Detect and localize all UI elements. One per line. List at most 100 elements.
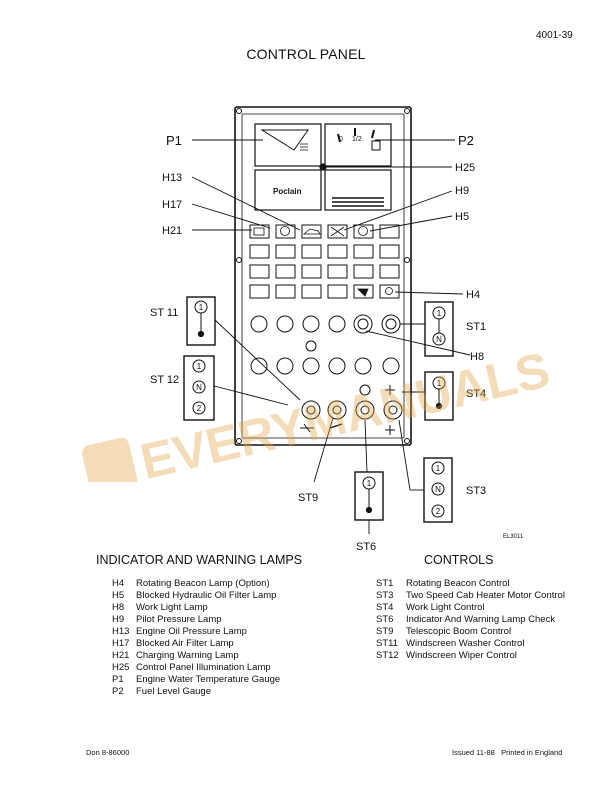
st11-switch-box [186,296,216,346]
callout-h21: H21 [162,225,182,237]
legend-code: ST1 [376,578,394,589]
st3-pos-2: 2 [436,507,441,516]
callout-st11: ST 11 [150,307,178,319]
legend-code: ST9 [376,626,394,637]
legend-code: ST11 [376,638,399,649]
legend-desc: Rotating Beacon Lamp (Option) [136,578,270,589]
legend-desc: Two Speed Cab Heater Motor Control [406,590,565,601]
footer-doc-number: Don 8-86000 [86,748,130,757]
illumination-lamp-icon [319,163,327,171]
panel-logo: Poclain [273,187,302,196]
legend-row: H21 Charging Warning Lamp [112,650,280,662]
st12-pos-n: N [196,383,202,392]
callout-h4: H4 [466,289,480,301]
st4-switch-box [424,371,454,421]
legend-row: ST3 Two Speed Cab Heater Motor Control [376,590,565,602]
blank-window [324,169,392,211]
fuel-gauge-p2 [324,123,392,167]
callout-st1: ST1 [466,321,486,333]
legend-code: ST4 [376,602,394,613]
st3-pos-n: N [435,485,441,494]
switch-row-2 [250,340,400,375]
footer-issue-info: Issued 11-88 Printed in England [452,748,562,757]
legend-row: H17 Blocked Air Filter Lamp [112,638,280,650]
hydraulic-filter-icon [358,226,368,236]
battery-icon [253,227,265,236]
figure-code: EL3011 [503,534,524,540]
legend-code: P2 [112,686,124,697]
legend-row: H25 Control Panel Illumination Lamp [112,662,280,674]
page-title: CONTROL PANEL [246,46,366,62]
legend-code: ST6 [376,614,394,625]
legend-code: ST3 [376,590,394,601]
legend-desc: Fuel Level Gauge [136,686,211,697]
legend-code: H9 [112,614,125,625]
switch-row-3 [300,384,403,435]
controls-heading: CONTROLS [424,553,494,567]
panel-screws [236,108,410,444]
st12-pos-1: 1 [197,362,202,371]
callout-st12: ST 12 [150,374,179,386]
legend-desc: Rotating Beacon Control [406,578,510,589]
work-light-icon [357,288,369,297]
footer-issued: Issued 11-88 [452,748,495,757]
legend-desc: Indicator And Warning Lamp Check [406,614,556,625]
legend-row: ST6 Indicator And Warning Lamp Check [376,614,565,626]
temperature-gauge-p1 [254,123,322,167]
st12-pos-2: 2 [197,404,202,413]
st4-pos-1: 1 [437,379,442,388]
callout-st6: ST6 [356,541,376,553]
watermark: EVERYMANUALS.COM [82,312,550,482]
leader-lines [191,139,471,534]
st6-pos-1: 1 [367,479,372,488]
callout-h5: H5 [455,211,469,223]
legend-code: H21 [112,650,130,661]
callout-p1: P1 [166,133,182,148]
fuel-gauge-half-mark: 1/2 [352,136,362,143]
legend-desc: Charging Warning Lamp [136,650,239,661]
panel-outline [234,106,412,446]
pilot-pressure-icon [330,226,345,237]
callout-h8: H8 [470,351,484,363]
legend-row: ST1 Rotating Beacon Control [376,578,565,590]
legend-desc: Telescopic Boom Control [406,626,512,637]
callout-st3: ST3 [466,485,486,497]
callout-st9: ST9 [298,492,318,504]
st1-pos-1: 1 [437,309,442,318]
legend-row: ST9 Telescopic Boom Control [376,626,565,638]
legend-desc: Pilot Pressure Lamp [136,614,222,625]
legend-code: H17 [112,638,130,649]
legend-code: H4 [112,578,125,589]
st1-switch-box [424,301,454,357]
oil-can-icon [302,228,321,235]
panel-inner-outline [241,113,405,439]
footer-printed: Printed in England [501,748,563,757]
legend-desc: Blocked Air Filter Lamp [136,638,234,649]
legend-code: H25 [112,662,130,673]
legend-desc: Windscreen Washer Control [406,638,525,649]
callout-p2: P2 [458,133,474,148]
watermark-logo-icon [82,437,138,482]
beacon-icon [385,287,393,295]
legend-row: P2 Fuel Level Gauge [112,686,280,698]
legend-row: ST4 Work Light Control [376,602,565,614]
controls-legend: ST1 Rotating Beacon Control ST3 Two Speed … [376,578,565,662]
st11-pos-1: 1 [199,303,204,312]
legend-code: P1 [112,674,124,685]
control-panel-diagram: P1 P2 H13 H25 H17 H9 H21 H5 H4 ST 11 ST1… [150,106,524,553]
callout-h13: H13 [162,172,182,184]
st12-switch-box [183,355,215,421]
callout-h17: H17 [162,199,182,211]
legend-desc: Work Light Control [406,602,485,613]
legend-row: H4 Rotating Beacon Lamp (Option) [112,578,280,590]
fuel-gauge-empty-mark: 0 [339,136,343,143]
st1-pos-n: N [436,335,442,344]
legend-code: H5 [112,590,125,601]
lamp-grid [249,224,400,299]
page-number: 4001-39 [536,30,573,41]
legend-desc: Control Panel Illumination Lamp [136,662,271,673]
